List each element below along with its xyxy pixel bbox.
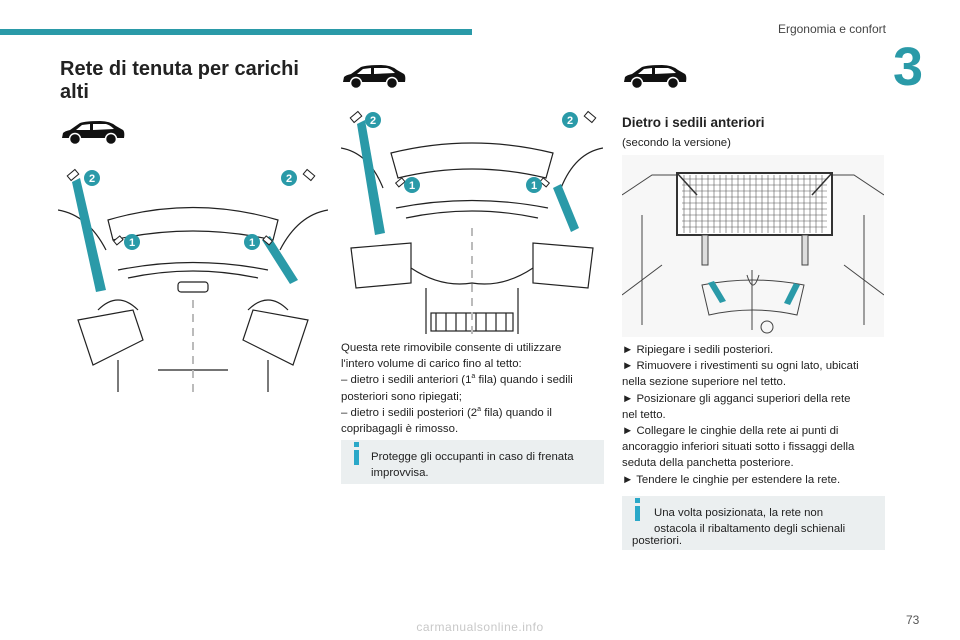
- subsection-note: (secondo la versione): [622, 137, 731, 149]
- intro-paragraph: Questa rete rimovibile consente di utili…: [341, 340, 606, 437]
- info-note: Protegge gli occupanti in caso di frenat…: [341, 440, 604, 484]
- chapter-number: 3: [893, 37, 924, 97]
- note-line: Protegge gli occupanti in caso di frenat…: [371, 451, 574, 463]
- text-line: – dietro i sedili posteriori (2a fila) q…: [341, 405, 552, 419]
- svg-text:1: 1: [249, 237, 255, 249]
- step-line: ► Ripiegare i sedili posteriori.: [622, 344, 774, 356]
- info-icon: [354, 442, 359, 465]
- svg-text:1: 1: [531, 180, 537, 192]
- section-title: Ergonomia e confort: [777, 22, 886, 36]
- text-line: Questa rete rimovibile consente di utili…: [341, 342, 562, 354]
- step-line: nella sezione superiore nel tetto.: [622, 376, 787, 389]
- header-accent-bar: [0, 29, 472, 35]
- note-line: Una volta posizionata, la rete non: [654, 507, 824, 519]
- page-title: Rete di tenuta per carichi alti: [60, 58, 299, 103]
- svg-text:2: 2: [567, 115, 573, 127]
- step-line: ► Posizionare gli agganci superiori dell…: [622, 392, 851, 405]
- callout-2-right: 2: [562, 112, 578, 128]
- svg-text:1: 1: [129, 237, 135, 249]
- callout-1-right: 1: [526, 177, 542, 193]
- info-icon: [635, 498, 640, 521]
- step-line: ► Rimuovere i rivestimenti su ogni lato,…: [622, 360, 859, 373]
- text-line: copribagagli è rimosso.: [341, 422, 459, 435]
- text-line: – dietro i sedili anteriori (1a fila) qu…: [341, 373, 573, 387]
- callout-1-left: 1: [124, 234, 140, 250]
- svg-text:1: 1: [409, 180, 415, 192]
- interior-net-diagram-rear: 2 2 1 1: [58, 168, 328, 392]
- callout-2-left: 2: [84, 170, 100, 186]
- svg-text:2: 2: [286, 173, 292, 185]
- note-line: posteriori.: [632, 535, 683, 547]
- suv-car-icon: [62, 121, 125, 146]
- step-line: seduta della panchetta posteriore.: [622, 457, 794, 470]
- suv-car-icon: [343, 65, 406, 90]
- cargo-net-photo-illustration: [622, 155, 884, 337]
- info-note: Una volta posizionata, la rete non ostac…: [622, 496, 885, 550]
- note-line: ostacola il ribaltamento degli schienali: [654, 523, 846, 536]
- svg-text:2: 2: [89, 173, 95, 185]
- text-line: posteriori sono ripiegati;: [341, 390, 462, 403]
- step-line: ancoraggio inferiori situati sotto i fis…: [622, 441, 855, 454]
- subsection-heading: Dietro i sedili anteriori: [622, 115, 765, 130]
- text-line: l'intero volume di carico fino al tetto:: [341, 358, 522, 371]
- callout-2-right: 2: [281, 170, 297, 186]
- step-line: ► Collegare le cinghie della rete ai pun…: [622, 424, 839, 437]
- instruction-steps: ► Ripiegare i sedili posteriori. ► Rimuo…: [622, 342, 887, 488]
- suv-car-icon: [624, 65, 687, 90]
- step-line: nel tetto.: [622, 408, 666, 421]
- page-number: 73: [906, 613, 920, 627]
- callout-1-right: 1: [244, 234, 260, 250]
- callout-2-left: 2: [365, 112, 381, 128]
- callout-1-left: 1: [404, 177, 420, 193]
- step-line: ► Tendere le cinghie per estendere la re…: [622, 473, 841, 486]
- footer-watermark: carmanualsonline.info: [416, 620, 544, 634]
- note-line: improvvisa.: [371, 467, 429, 480]
- interior-net-diagram-front: 2 2 1 1: [341, 110, 603, 334]
- svg-text:2: 2: [370, 115, 376, 127]
